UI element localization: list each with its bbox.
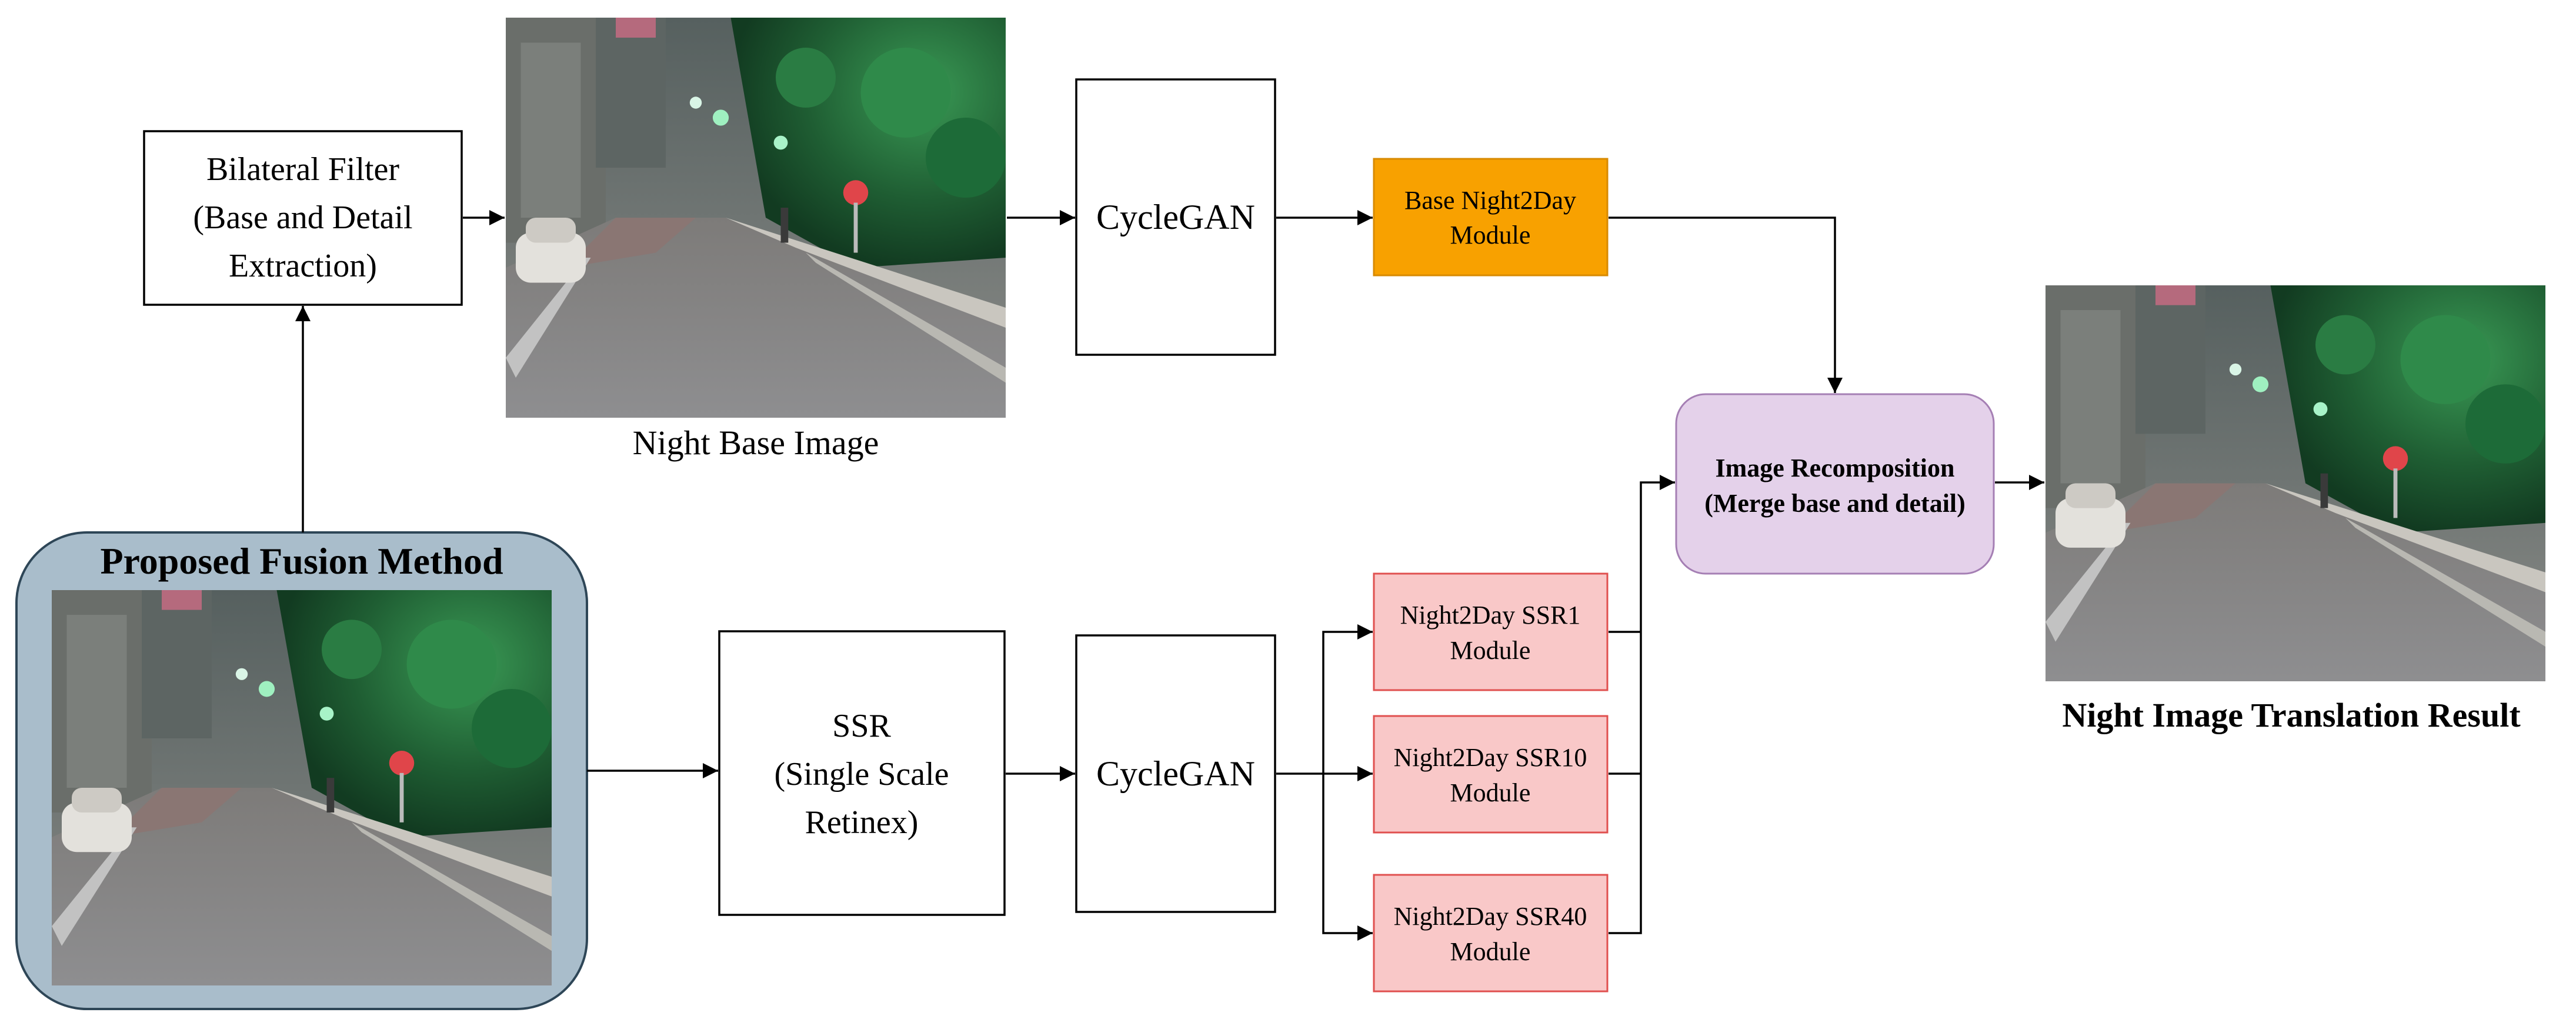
ssr10-module-box — [1373, 715, 1609, 834]
ssr40-module-line-1: Night2Day SSR40 — [1394, 902, 1587, 931]
image-recomposition-box — [1675, 393, 1995, 575]
edges — [295, 210, 2044, 941]
ssr1-module-box — [1373, 572, 1609, 691]
night-base-image-caption: Night Base Image — [633, 424, 879, 462]
base-night2day-line-1: Base Night2Day — [1404, 186, 1576, 215]
fusion-panel-title: Proposed Fusion Method — [100, 540, 503, 582]
input-night-image — [52, 590, 552, 985]
cyclegan-top-box — [1075, 78, 1276, 356]
base-night2day-box — [1373, 158, 1609, 277]
ssr1-module-line-2: Module — [1450, 636, 1531, 665]
bilateral-filter-line-2: (Base and Detail — [193, 199, 412, 236]
edge-cyclegan-to-ssr40 — [1322, 774, 1373, 941]
ssr40-module-box — [1373, 874, 1609, 993]
night-base-image-group: Night Base Image — [506, 18, 1006, 462]
fusion-method-panel: Proposed Fusion Method — [15, 531, 588, 1010]
ssr10-module-line-1: Night2Day SSR10 — [1394, 743, 1587, 772]
ssr10-module-line-2: Module — [1450, 778, 1531, 807]
ssr-line-3: Retinex) — [805, 804, 919, 841]
edge-ssr-modules-to-recomposition — [1609, 475, 1675, 934]
base-night2day-line-2: Module — [1450, 221, 1531, 249]
cyclegan-top-node: CycleGAN — [1075, 78, 1276, 356]
ssr1-module-node: Night2Day SSR1 Module — [1373, 572, 1609, 691]
cyclegan-bottom-node: CycleGAN — [1075, 634, 1276, 913]
ssr-box — [718, 630, 1006, 916]
ssr-node: SSR (Single Scale Retinex) — [718, 630, 1006, 916]
bilateral-filter-line-3: Extraction) — [229, 248, 377, 284]
cyclegan-top-label: CycleGAN — [1096, 198, 1255, 237]
night-base-image — [506, 18, 1006, 418]
edge-cyclegan-to-ssr1 — [1276, 624, 1373, 775]
cyclegan-bottom-label: CycleGAN — [1096, 754, 1255, 793]
bilateral-filter-node: Bilateral Filter (Base and Detail Extrac… — [143, 130, 463, 306]
result-image — [2046, 285, 2545, 681]
ssr-line-1: SSR — [832, 708, 891, 744]
image-recomposition-line-2: (Merge base and detail) — [1704, 489, 1966, 518]
bilateral-filter-line-1: Bilateral Filter — [206, 151, 399, 188]
ssr-line-2: (Single Scale — [774, 756, 949, 792]
image-recomposition-node: Image Recomposition (Merge base and deta… — [1675, 393, 1995, 575]
bilateral-filter-box — [143, 130, 463, 306]
ssr10-module-node: Night2Day SSR10 Module — [1373, 715, 1609, 834]
ssr40-module-line-2: Module — [1450, 937, 1531, 966]
ssr40-module-node: Night2Day SSR40 Module — [1373, 874, 1609, 993]
base-night2day-node: Base Night2Day Module — [1373, 158, 1609, 277]
edge-base-module-to-recomposition — [1609, 217, 1843, 393]
cyclegan-bottom-box — [1075, 634, 1276, 913]
result-image-group: Night Image Translation Result — [2046, 285, 2545, 734]
ssr1-module-line-1: Night2Day SSR1 — [1400, 601, 1581, 630]
result-caption: Night Image Translation Result — [2062, 696, 2521, 734]
image-recomposition-line-1: Image Recomposition — [1716, 454, 1955, 482]
